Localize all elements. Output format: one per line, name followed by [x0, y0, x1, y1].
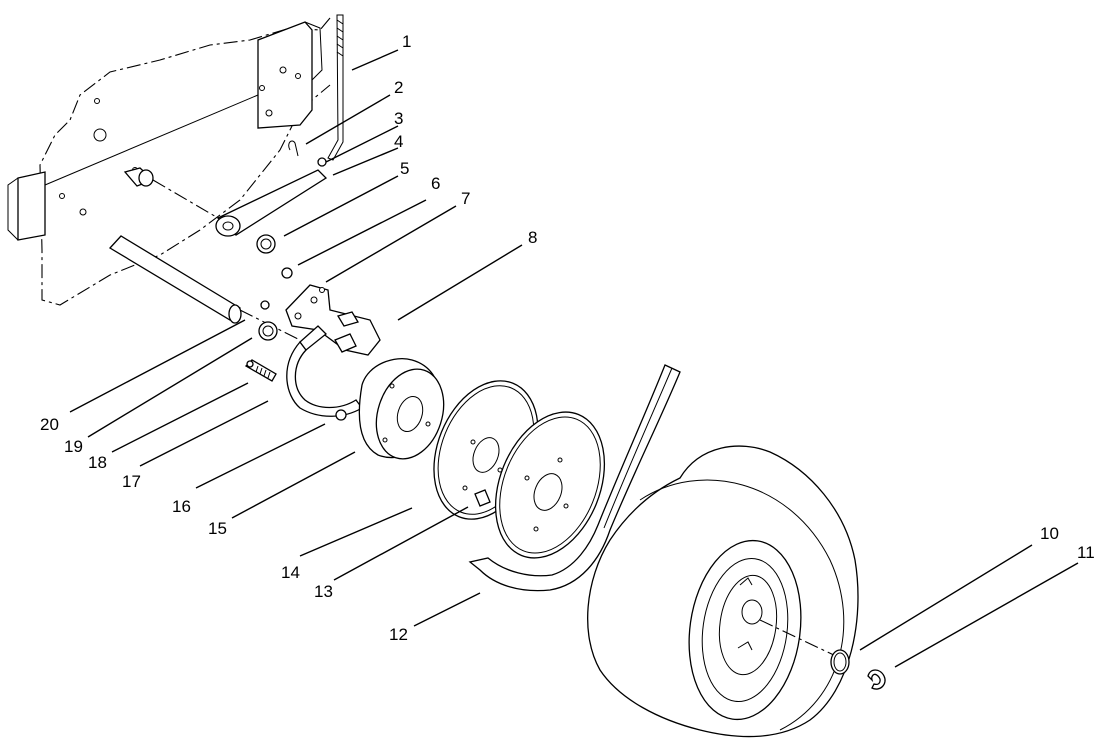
callout-1: 1 [402, 32, 411, 51]
callout-2: 2 [394, 78, 403, 97]
leader-lines [69, 49, 1079, 668]
axle-washer [830, 649, 850, 675]
callout-4: 4 [394, 132, 403, 151]
callout-8: 8 [528, 228, 537, 247]
small-bolt-head [246, 360, 254, 368]
callout-17: 17 [122, 472, 141, 491]
hex-nut [335, 409, 347, 421]
callout-3: 3 [394, 109, 403, 128]
brake-drum [358, 358, 445, 460]
callout-6: 6 [431, 174, 440, 193]
callout-12: 12 [389, 625, 408, 644]
callout-11: 11 [1077, 543, 1095, 562]
retaining-ring [867, 669, 886, 690]
callout-20: 20 [40, 415, 59, 434]
wheel-tire [587, 445, 859, 738]
callout-15: 15 [208, 519, 227, 538]
callout-5: 5 [400, 159, 409, 178]
v-belt [468, 364, 681, 592]
brake-bracket [285, 284, 381, 356]
frame-plate [7, 17, 331, 306]
callout-10: 10 [1040, 524, 1059, 543]
callout-16: 16 [172, 497, 191, 516]
callout-14: 14 [281, 563, 300, 582]
brake-lever-arm [215, 169, 328, 237]
bearing [256, 234, 276, 254]
callout-18: 18 [88, 453, 107, 472]
spacer-bushing [123, 167, 219, 219]
brake-rod [327, 14, 344, 161]
pulley [494, 411, 606, 559]
callout-7: 7 [461, 189, 470, 208]
callout-19: 19 [64, 437, 83, 456]
small-washer [317, 157, 327, 167]
callout-labels: 1 2 3 4 5 6 7 8 10 11 12 13 14 15 16 17 … [40, 32, 1095, 644]
small-nut [260, 300, 270, 310]
callout-13: 13 [314, 582, 333, 601]
cotter-pin [288, 140, 299, 157]
lock-nut [281, 267, 293, 279]
